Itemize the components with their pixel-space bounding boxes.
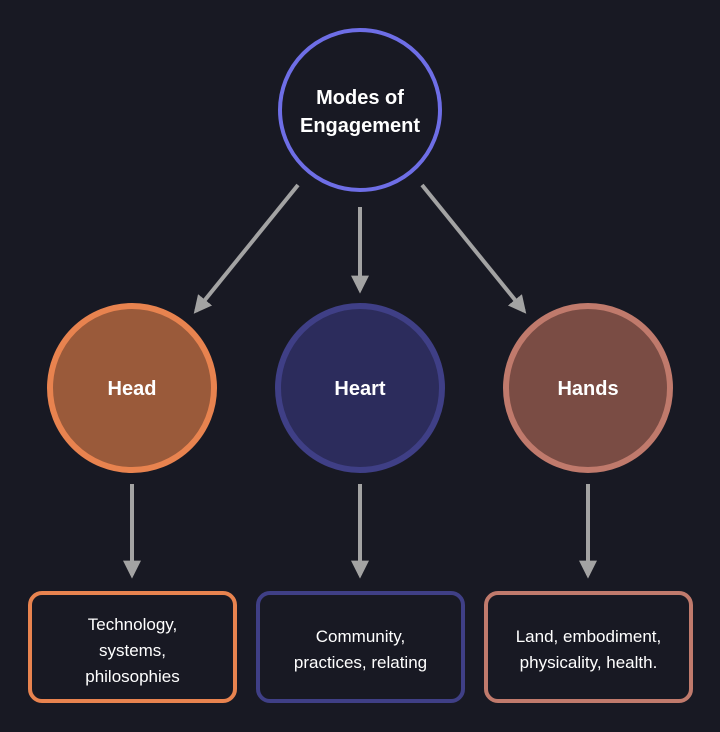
heart-title: Heart [334,378,385,400]
head-description-line-3: philosophies [85,667,180,686]
hands-description-line-1: Land, embodiment, [516,627,662,646]
head-description-line-2: systems, [99,641,166,660]
hands-description-box: Land, embodiment, physicality, health. [484,591,693,703]
heart-description-box: Community, practices, relating [256,591,465,703]
heart-description-frame [256,591,465,703]
mode-heart: Heart [275,303,445,473]
hands-description-line-2: physicality, health. [520,653,658,672]
hands-title: Hands [557,378,618,400]
root-node: Modes of Engagement [278,28,442,192]
root-title-line2: Engagement [300,115,420,137]
hands-description-frame [484,591,693,703]
mode-hands: Hands [503,303,673,473]
arrow-root-to-head [193,183,300,314]
head-title: Head [108,378,157,400]
hands-circle [503,303,673,473]
root-circle [278,28,442,192]
head-description-frame [28,591,237,703]
heart-description-line-2: practices, relating [294,653,427,672]
head-description-box: Technology, systems, philosophies [28,591,237,703]
root-title-line1: Modes of [316,87,404,109]
mode-head: Head [47,303,217,473]
head-circle [47,303,217,473]
heart-circle [275,303,445,473]
heart-description-line-1: Community, [316,627,405,646]
arrow-root-to-hands [420,183,527,314]
head-description-line-1: Technology, [88,615,177,634]
